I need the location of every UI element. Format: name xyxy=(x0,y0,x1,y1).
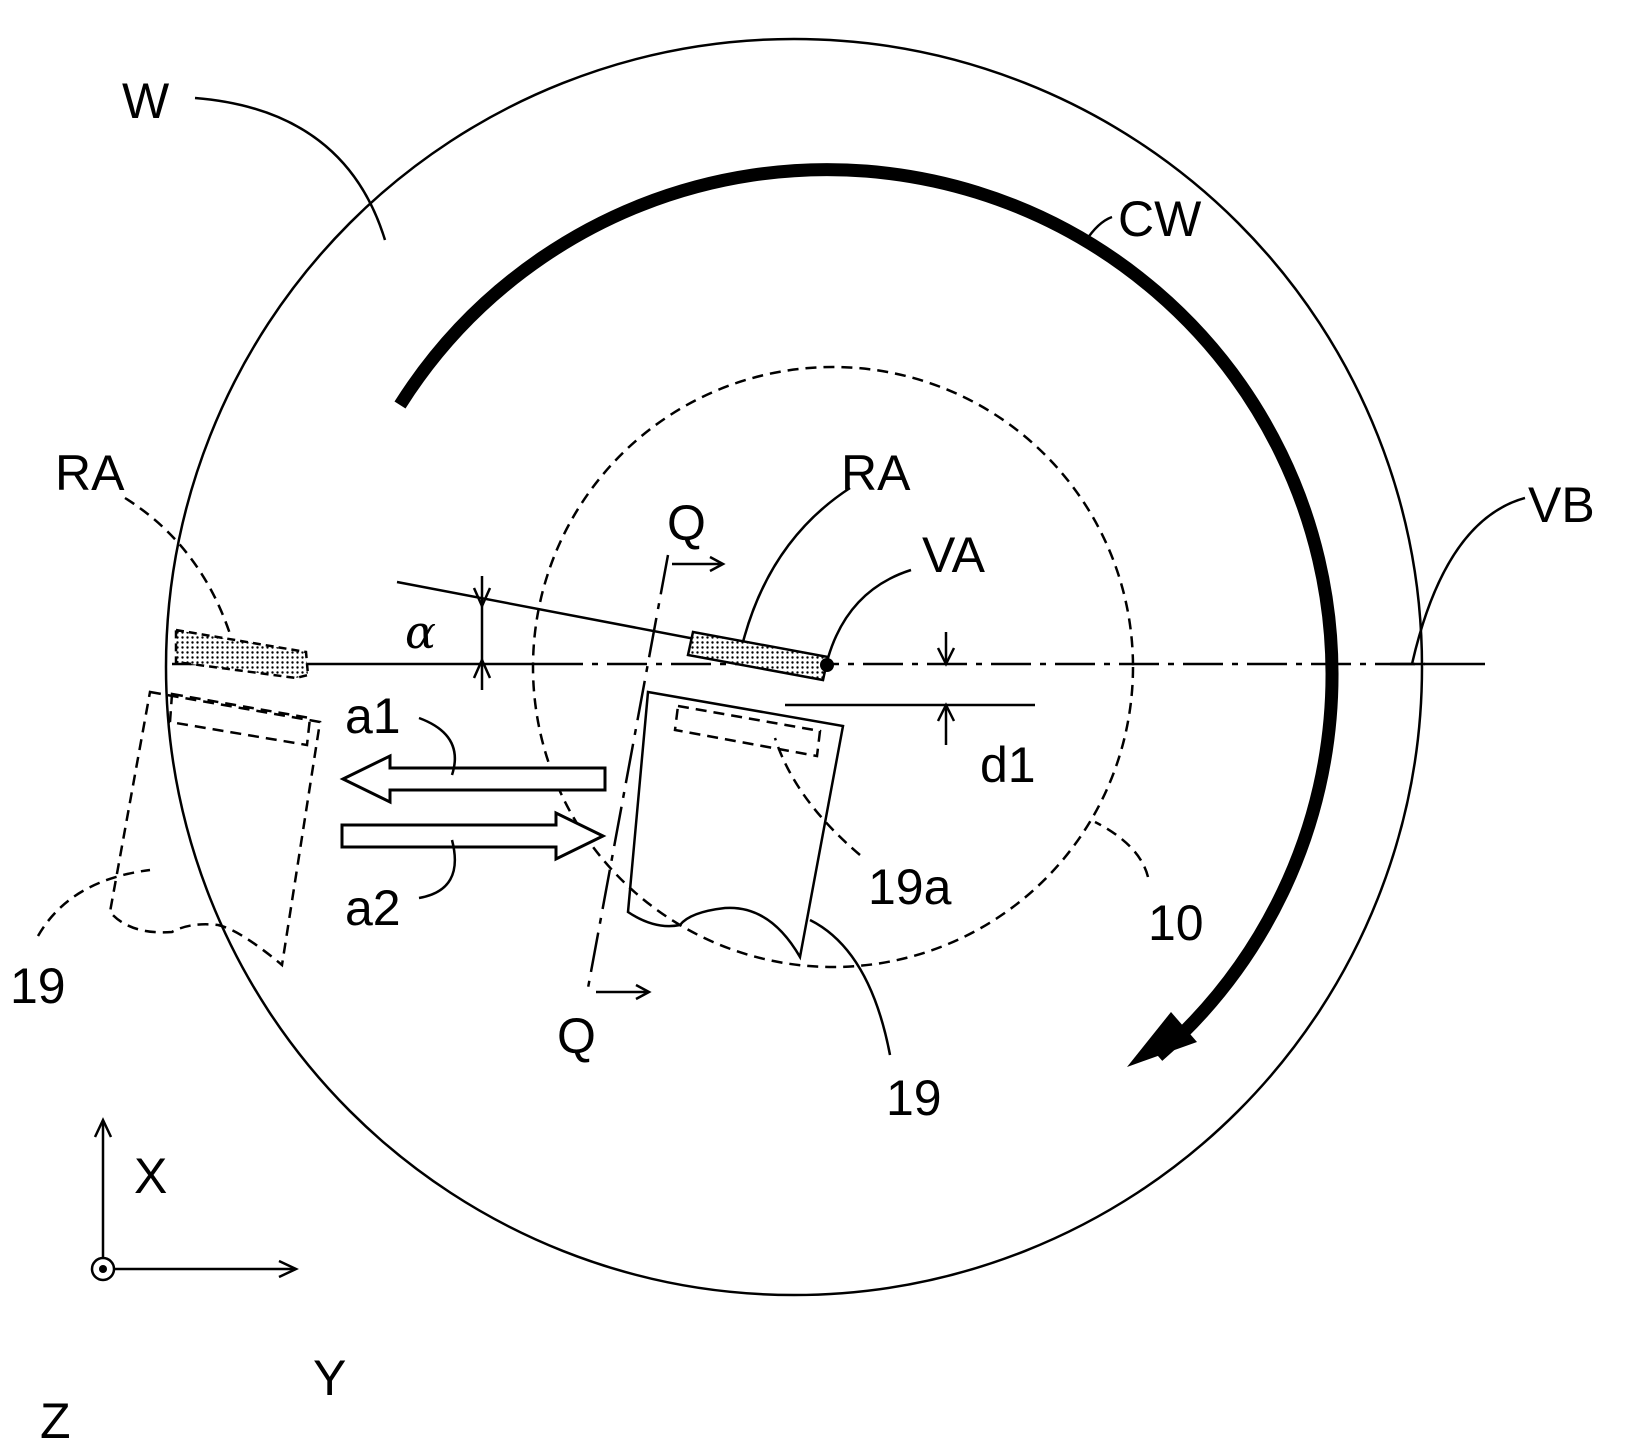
alpha-arrow-bottom-icon xyxy=(472,656,492,679)
va-point xyxy=(820,658,834,672)
leader-19-right xyxy=(809,918,892,1056)
label-a2: a2 xyxy=(345,880,401,936)
rotation-arrowhead-icon xyxy=(1127,1012,1197,1067)
label-va: VA xyxy=(922,527,986,583)
axis-x-arrow-icon xyxy=(93,1117,113,1138)
ra-left-bar xyxy=(174,628,310,680)
label-19-left: 19 xyxy=(10,958,66,1014)
rotation-arc xyxy=(394,163,1339,1061)
ra-right-bar xyxy=(686,630,830,682)
axis-z-out-icon xyxy=(90,1256,116,1282)
section-line-qq xyxy=(586,554,670,989)
label-ra-left: RA xyxy=(55,445,125,501)
leader-10 xyxy=(1094,820,1150,878)
section-arrow-top-icon xyxy=(709,555,726,573)
label-chuck: 10 xyxy=(1148,895,1204,951)
wafer-outline xyxy=(164,37,1424,1297)
label-vb: VB xyxy=(1528,477,1595,533)
alpha-arrow-top-icon xyxy=(472,587,492,610)
label-q-bottom: Q xyxy=(557,1008,596,1064)
label-axis-x: X xyxy=(134,1148,167,1204)
chuck-outline xyxy=(531,365,1135,969)
label-alpha: α xyxy=(405,605,436,659)
leader-a2 xyxy=(418,839,457,900)
leader-19a xyxy=(773,737,861,856)
arrow-a2-icon xyxy=(340,810,607,862)
label-wafer: W xyxy=(122,73,170,129)
nozzle-left-tip xyxy=(168,692,312,747)
leader-va xyxy=(826,568,912,659)
label-19a: 19a xyxy=(868,859,952,915)
axis-z-dot-icon xyxy=(99,1265,107,1273)
nozzle-right xyxy=(626,690,845,961)
label-a1: a1 xyxy=(345,688,401,744)
section-arrow-bottom-icon xyxy=(635,983,652,1001)
leader-ra-right xyxy=(741,486,851,643)
d1-arrow-bottom-icon xyxy=(936,702,956,722)
label-rotation: CW xyxy=(1118,191,1202,247)
label-q-top: Q xyxy=(667,495,706,551)
leader-ra-left xyxy=(124,496,232,635)
leader-cw xyxy=(1083,215,1113,243)
nozzle-left xyxy=(108,690,322,968)
label-axis-y: Y xyxy=(313,1350,346,1406)
leader-vb xyxy=(1410,496,1526,665)
nozzle-tip-19a xyxy=(673,704,822,758)
axis-y-arrow-icon xyxy=(278,1259,299,1279)
label-ra-right: RA xyxy=(841,445,911,501)
arrow-a1-icon xyxy=(339,753,607,805)
leader-a1 xyxy=(418,716,457,776)
label-19-right: 19 xyxy=(886,1070,942,1126)
leader-w xyxy=(194,96,387,241)
leader-19-left xyxy=(36,868,151,937)
label-d1: d1 xyxy=(980,737,1036,793)
d1-arrow-top-icon xyxy=(936,647,956,667)
label-axis-z: Z xyxy=(40,1393,71,1449)
